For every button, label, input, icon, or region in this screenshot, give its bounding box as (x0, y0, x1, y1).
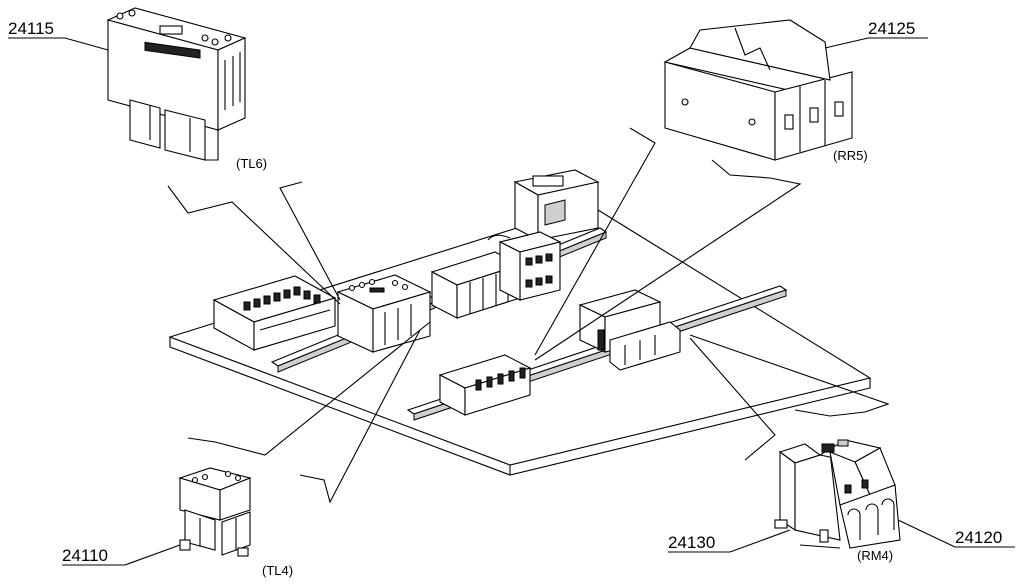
terminal-screws (243, 286, 321, 311)
model-tl4: (TL4) (262, 563, 293, 578)
detail-contactor-tl6 (106, 7, 247, 161)
mounting-plate (168, 204, 872, 476)
mounted-timer-relays (487, 231, 562, 301)
part-number-24115: 24115 (8, 19, 54, 38)
leader-24110 (62, 544, 181, 566)
leader-24120 (897, 519, 1015, 548)
mounted-terminal-blocks (438, 354, 532, 416)
mounted-breakers (578, 289, 681, 371)
terminal-enclosure (212, 275, 337, 351)
leader-24115 (8, 37, 109, 51)
part-number-24125: 24125 (868, 19, 915, 38)
leader-24130 (668, 529, 791, 553)
detail-contactor-tl4 (178, 467, 252, 557)
callout-lines (167, 127, 890, 504)
control-transformer (513, 169, 600, 241)
model-rr5: (RR5) (833, 148, 868, 163)
model-rm4: (RM4) (857, 548, 893, 563)
part-number-24110: 24110 (62, 546, 108, 565)
detail-relay-rr5 (663, 19, 853, 161)
model-tl6: (TL6) (236, 156, 267, 171)
leader-24125 (824, 37, 928, 49)
part-number-24120: 24120 (955, 528, 1002, 547)
detail-monitoring-relay-rm4 (774, 439, 901, 549)
part-number-24130: 24130 (668, 533, 715, 552)
